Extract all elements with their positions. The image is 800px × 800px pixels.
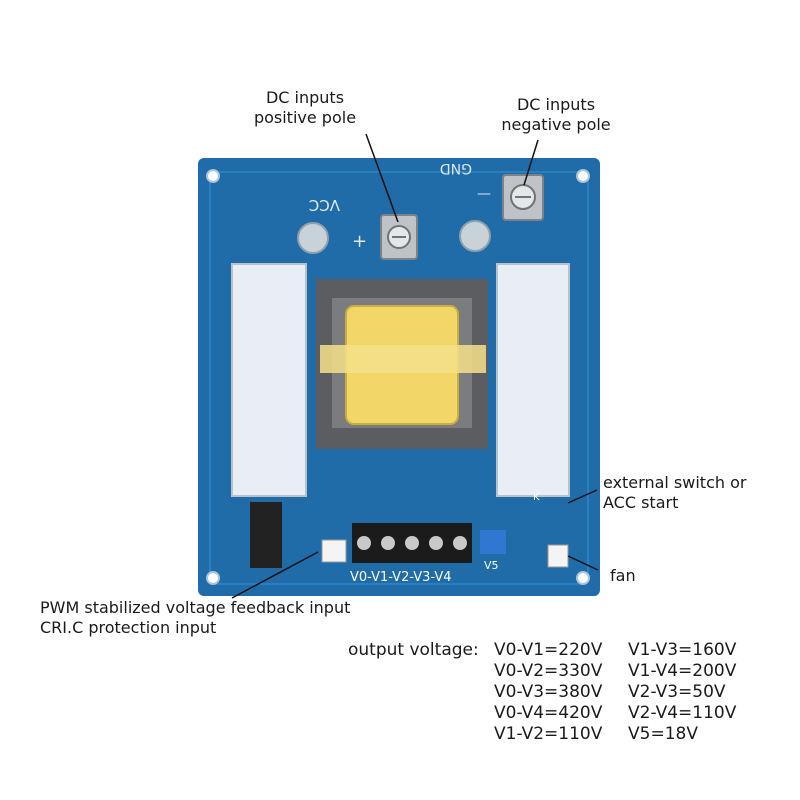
pwm-line1: PWM stabilized voltage feedback input [40, 598, 351, 617]
output-value: V1-V4=200V [628, 661, 737, 681]
v5-silkscreen: V5 [484, 559, 499, 572]
fan-label: fan [610, 566, 636, 585]
v5-terminal [480, 530, 506, 554]
ic-chip [250, 502, 282, 568]
output-voltage-heading: output voltage: [348, 640, 479, 660]
external-switch-label: external switch or ACC start [603, 473, 746, 513]
output-value: V0-V2=330V [494, 661, 603, 681]
external-switch-line1: external switch or [603, 473, 747, 492]
output-value: V5=18V [628, 724, 698, 744]
pcb-inner-trace [209, 171, 589, 585]
output-row: V1-V2=110V V5=18V [348, 724, 758, 745]
dc-positive-label: DC inputs positive pole [240, 88, 370, 128]
fan-connector [547, 544, 569, 568]
k-silkscreen: K [533, 492, 540, 503]
dc-positive-line1: DC inputs [265, 88, 345, 107]
pwm-label: PWM stabilized voltage feedback input CR… [40, 598, 350, 638]
heatsink-right [496, 263, 570, 497]
gnd-silkscreen: GND [440, 160, 472, 176]
leader-external-switch [567, 489, 598, 504]
terminal-silkscreen: V0-V1-V2-V3-V4 [350, 570, 452, 585]
pwm-connector [321, 539, 347, 563]
capacitor-right [459, 220, 491, 252]
leader-pwm [231, 551, 319, 599]
output-value: V2-V3=50V [628, 682, 726, 702]
mount-hole-tl [206, 169, 220, 183]
leader-dc-positive [365, 133, 399, 223]
mount-hole-br [576, 571, 590, 585]
output-row: V0-V2=330V V1-V4=200V [348, 661, 758, 682]
dc-negative-line2: negative pole [501, 115, 611, 134]
vcc-silkscreen: VCC [309, 196, 340, 214]
output-value: V1-V3=160V [628, 640, 737, 660]
vcc-sign: + [352, 231, 367, 252]
leader-fan [567, 555, 599, 571]
output-value: V0-V1=220V [494, 640, 603, 660]
gnd-sign: — [477, 186, 491, 202]
output-value: V0-V4=420V [494, 703, 603, 723]
mount-hole-bl [206, 571, 220, 585]
dc-negative-label: DC inputs negative pole [488, 95, 624, 135]
external-switch-line2: ACC start [603, 493, 679, 512]
output-row: V0-V3=380V V2-V3=50V [348, 682, 758, 703]
output-row: output voltage: V0-V1=220V V1-V3=160V [348, 640, 758, 661]
mount-hole-tr [576, 169, 590, 183]
output-value: V1-V2=110V [494, 724, 603, 744]
pwm-line2: CRI.C protection input [40, 618, 217, 637]
output-value: V2-V4=110V [628, 703, 737, 723]
dc-negative-line1: DC inputs [516, 95, 596, 114]
dc-positive-line2: positive pole [253, 108, 357, 127]
leader-dc-negative [523, 139, 539, 186]
output-value: V0-V3=380V [494, 682, 603, 702]
heatsink-left [231, 263, 307, 497]
output-voltage-table: output voltage: V0-V1=220V V1-V3=160V V0… [348, 640, 758, 745]
capacitor-left [297, 222, 329, 254]
output-row: V0-V4=420V V2-V4=110V [348, 703, 758, 724]
